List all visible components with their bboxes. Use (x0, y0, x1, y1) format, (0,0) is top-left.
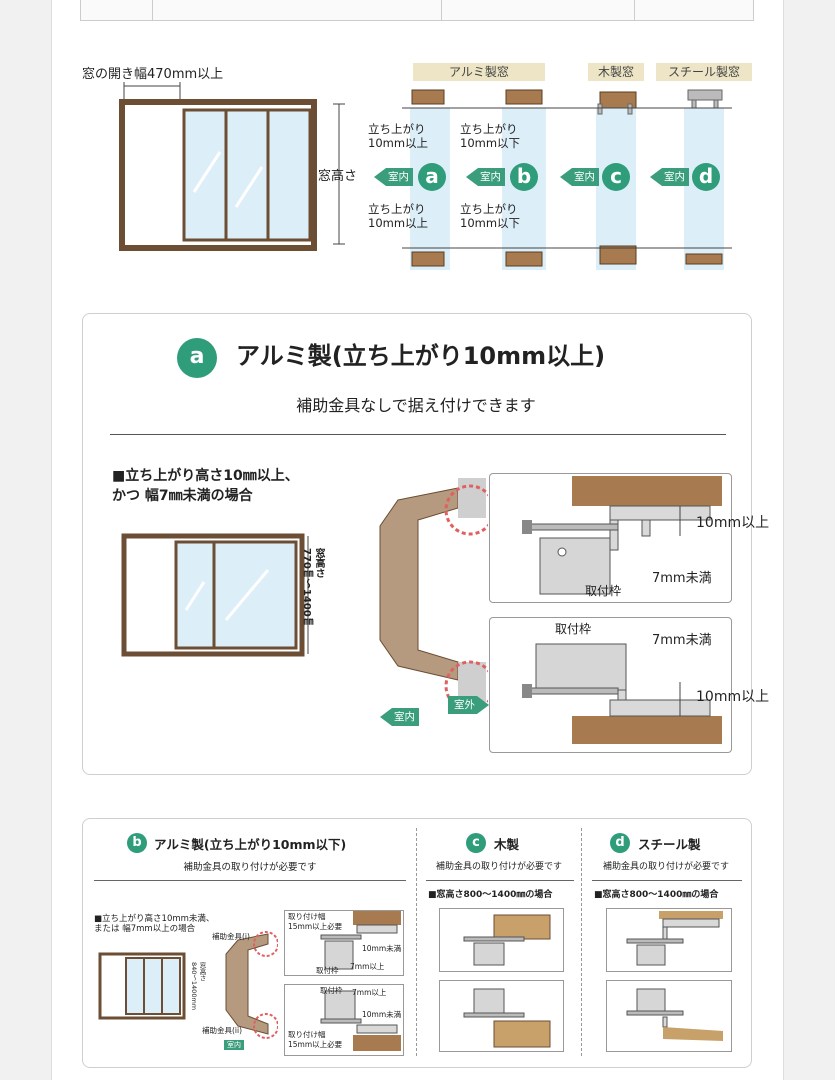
tag-aluminum: アルミ製窓 (413, 63, 545, 81)
section-b-badge: b (127, 833, 147, 853)
detail-bottom-width: 7mm未満 (652, 633, 712, 648)
table-divider (152, 0, 153, 20)
divider (416, 828, 417, 1056)
section-d-bottom-drawing (626, 988, 723, 1041)
col-a-bottom-note: 立ち上がり 10mm以上 (368, 202, 429, 230)
section-a-condition: ■立ち上がり高さ10㎜以上、 かつ 幅7㎜未満の場合 (112, 468, 299, 504)
section-a-indoor: 室内 (380, 708, 419, 726)
detail-top-rise: 10mm以上 (696, 515, 770, 531)
section-d-subtitle: 補助金具の取り付けが必要です (602, 862, 729, 872)
tag-steel: スチール製窓 (656, 63, 752, 81)
table-divider (441, 0, 442, 20)
frame-profiles (402, 89, 732, 267)
section-a-outdoor: 室外 (448, 696, 489, 714)
section-b-top-frame: 取付枠 (316, 966, 339, 975)
section-a-badge: a (177, 338, 217, 378)
indoor-arrow-d: 室内 (650, 168, 689, 186)
section-a-illustration (121, 478, 488, 712)
section-b-bottom-drawing (320, 990, 401, 1051)
section-b-bracket-bottom: 補助金具(ii) (202, 1026, 243, 1035)
indoor-arrow-a: 室内 (374, 168, 413, 186)
section-d-top-drawing (626, 911, 723, 966)
open-width-label: 窓の開き幅470mm以上 (82, 67, 224, 82)
section-b-subtitle: 補助金具の取り付けが必要です (183, 862, 317, 873)
section-a-subtitle: 補助金具なしで据え付けできます (296, 396, 536, 415)
section-b-illustration (98, 931, 278, 1039)
section-b-bracket-top: 補助金具(i) (212, 932, 250, 941)
detail-top-width: 7mm未満 (652, 571, 712, 586)
page-content: 窓の開き幅470mm以上 窓高さ アルミ製窓 木製窓 スチール製窓 (51, 0, 784, 1080)
table-divider (634, 0, 635, 20)
detail-bottom-drawing (522, 643, 722, 744)
height-dimension-line (333, 103, 345, 245)
divider (110, 434, 726, 435)
window-height-label: 窓高さ (318, 169, 358, 184)
section-b-indoor: 室内 (224, 1040, 244, 1050)
indoor-arrow-b: 室内 (466, 168, 505, 186)
col-b-bottom-note: 立ち上がり 10mm以下 (460, 202, 521, 230)
divider (592, 880, 742, 881)
section-a-title: アルミ製(立ち上がり10mm以上) (236, 342, 606, 370)
tag-wood: 木製窓 (588, 63, 644, 81)
divider (94, 880, 406, 881)
detail-bottom-frame: 取付枠 (555, 622, 592, 636)
section-b-top-label: 取り付け幅 15mm以上必要 (288, 912, 343, 931)
section-c-badge: c (466, 833, 486, 853)
section-b-condition: ■立ち上がり高さ10mm未満、 または 幅7mm以上の場合 (94, 914, 215, 934)
section-c-top-drawing (463, 914, 551, 966)
indoor-arrow-c: 室内 (560, 168, 599, 186)
section-b-title: アルミ製(立ち上がり10mm以下) (154, 837, 347, 852)
badge-a-icon: a (418, 163, 446, 191)
section-b-bottom-label: 取り付け幅 15mm以上必要 (288, 1030, 343, 1049)
badge-b-icon: b (510, 163, 538, 191)
section-b-top-width: 7mm以上 (350, 962, 385, 971)
section-b-height-range: 窓高さ 840〜1400mm (190, 962, 206, 1011)
section-a-height-range: 窓高さ 770㎜〜1400㎜ (301, 548, 324, 627)
divider (426, 880, 574, 881)
table-row-partial (80, 0, 754, 21)
badge-d-icon: d (692, 163, 720, 191)
section-b-top-drawing (320, 911, 401, 970)
section-b-top-rise: 10mm未満 (362, 944, 402, 953)
section-c-condition: ■窓高さ800〜1400㎜の場合 (428, 890, 553, 900)
section-c-bottom-drawing (463, 988, 551, 1048)
section-b-bottom-rise: 10mm未満 (362, 1010, 402, 1019)
section-d-condition: ■窓高さ800〜1400㎜の場合 (594, 890, 719, 900)
badge-c-icon: c (602, 163, 630, 191)
divider (581, 828, 582, 1056)
window-illustration (119, 82, 317, 251)
section-d-title: スチール製 (638, 837, 701, 852)
section-d-badge: d (610, 833, 630, 853)
detail-bottom-rise: 10mm以上 (696, 689, 770, 705)
col-a-top-note: 立ち上がり 10mm以上 (368, 122, 429, 150)
section-b-bottom-width: 7mm以上 (352, 988, 387, 997)
col-b-top-note: 立ち上がり 10mm以下 (460, 122, 521, 150)
detail-top-drawing (522, 476, 722, 595)
section-c-title: 木製 (494, 837, 520, 852)
detail-top-frame: 取付枠 (585, 584, 622, 598)
section-c-subtitle: 補助金具の取り付けが必要です (435, 862, 562, 872)
section-b-bottom-frame: 取付枠 (320, 986, 343, 995)
